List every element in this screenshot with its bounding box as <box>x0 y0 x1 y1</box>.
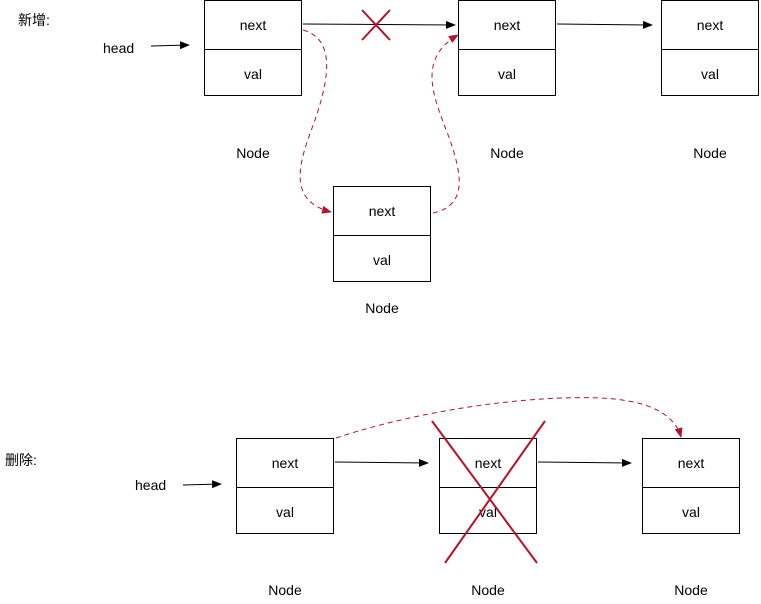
link-arrow <box>537 458 632 467</box>
delete-node-1: next val <box>236 438 334 534</box>
node-caption: Node <box>236 145 270 161</box>
node-next-field: next <box>643 439 739 488</box>
insert-node-1: next val <box>204 0 302 96</box>
new-link-arrow <box>299 29 332 214</box>
head-label-insert: head <box>103 40 135 56</box>
node-caption: Node <box>674 582 708 598</box>
node-caption: Node <box>490 145 524 161</box>
node-val-field: val <box>373 251 391 268</box>
insert-section-label: 新增: <box>18 12 50 28</box>
delete-node-removed: next val <box>439 438 537 534</box>
node-val-field: val <box>682 503 700 520</box>
node-caption: Node <box>693 145 727 161</box>
node-next-field: next <box>237 439 333 488</box>
cross-mark-line <box>361 9 391 41</box>
head-label-delete: head <box>135 477 167 493</box>
node-val-field: val <box>479 503 497 520</box>
node-val-field: val <box>244 65 262 82</box>
delete-node-3: next val <box>642 438 740 534</box>
insert-node-3: next val <box>661 0 759 96</box>
node-next-field: next <box>205 1 301 50</box>
node-next-field: next <box>662 1 758 50</box>
node-caption: Node <box>365 300 399 316</box>
node-next-field: next <box>459 1 555 50</box>
insert-new-node: next val <box>333 186 431 282</box>
new-link-arrow <box>431 34 460 214</box>
old-link-arrow <box>302 20 456 29</box>
node-val-field: val <box>701 65 719 82</box>
node-val-field: val <box>276 503 294 520</box>
cross-mark-line <box>361 9 391 41</box>
link-arrow <box>334 458 429 467</box>
node-next-field: next <box>334 187 430 236</box>
head-arrow-insert <box>150 41 190 50</box>
bypass-link-arrow <box>335 397 683 439</box>
insert-node-2: next val <box>458 0 556 96</box>
node-val-field: val <box>498 65 516 82</box>
link-arrow <box>556 20 653 29</box>
node-caption: Node <box>268 582 302 598</box>
node-next-field: next <box>440 439 536 488</box>
delete-section-label: 删除: <box>5 452 37 468</box>
head-arrow-delete <box>182 480 222 489</box>
node-caption: Node <box>471 582 505 598</box>
